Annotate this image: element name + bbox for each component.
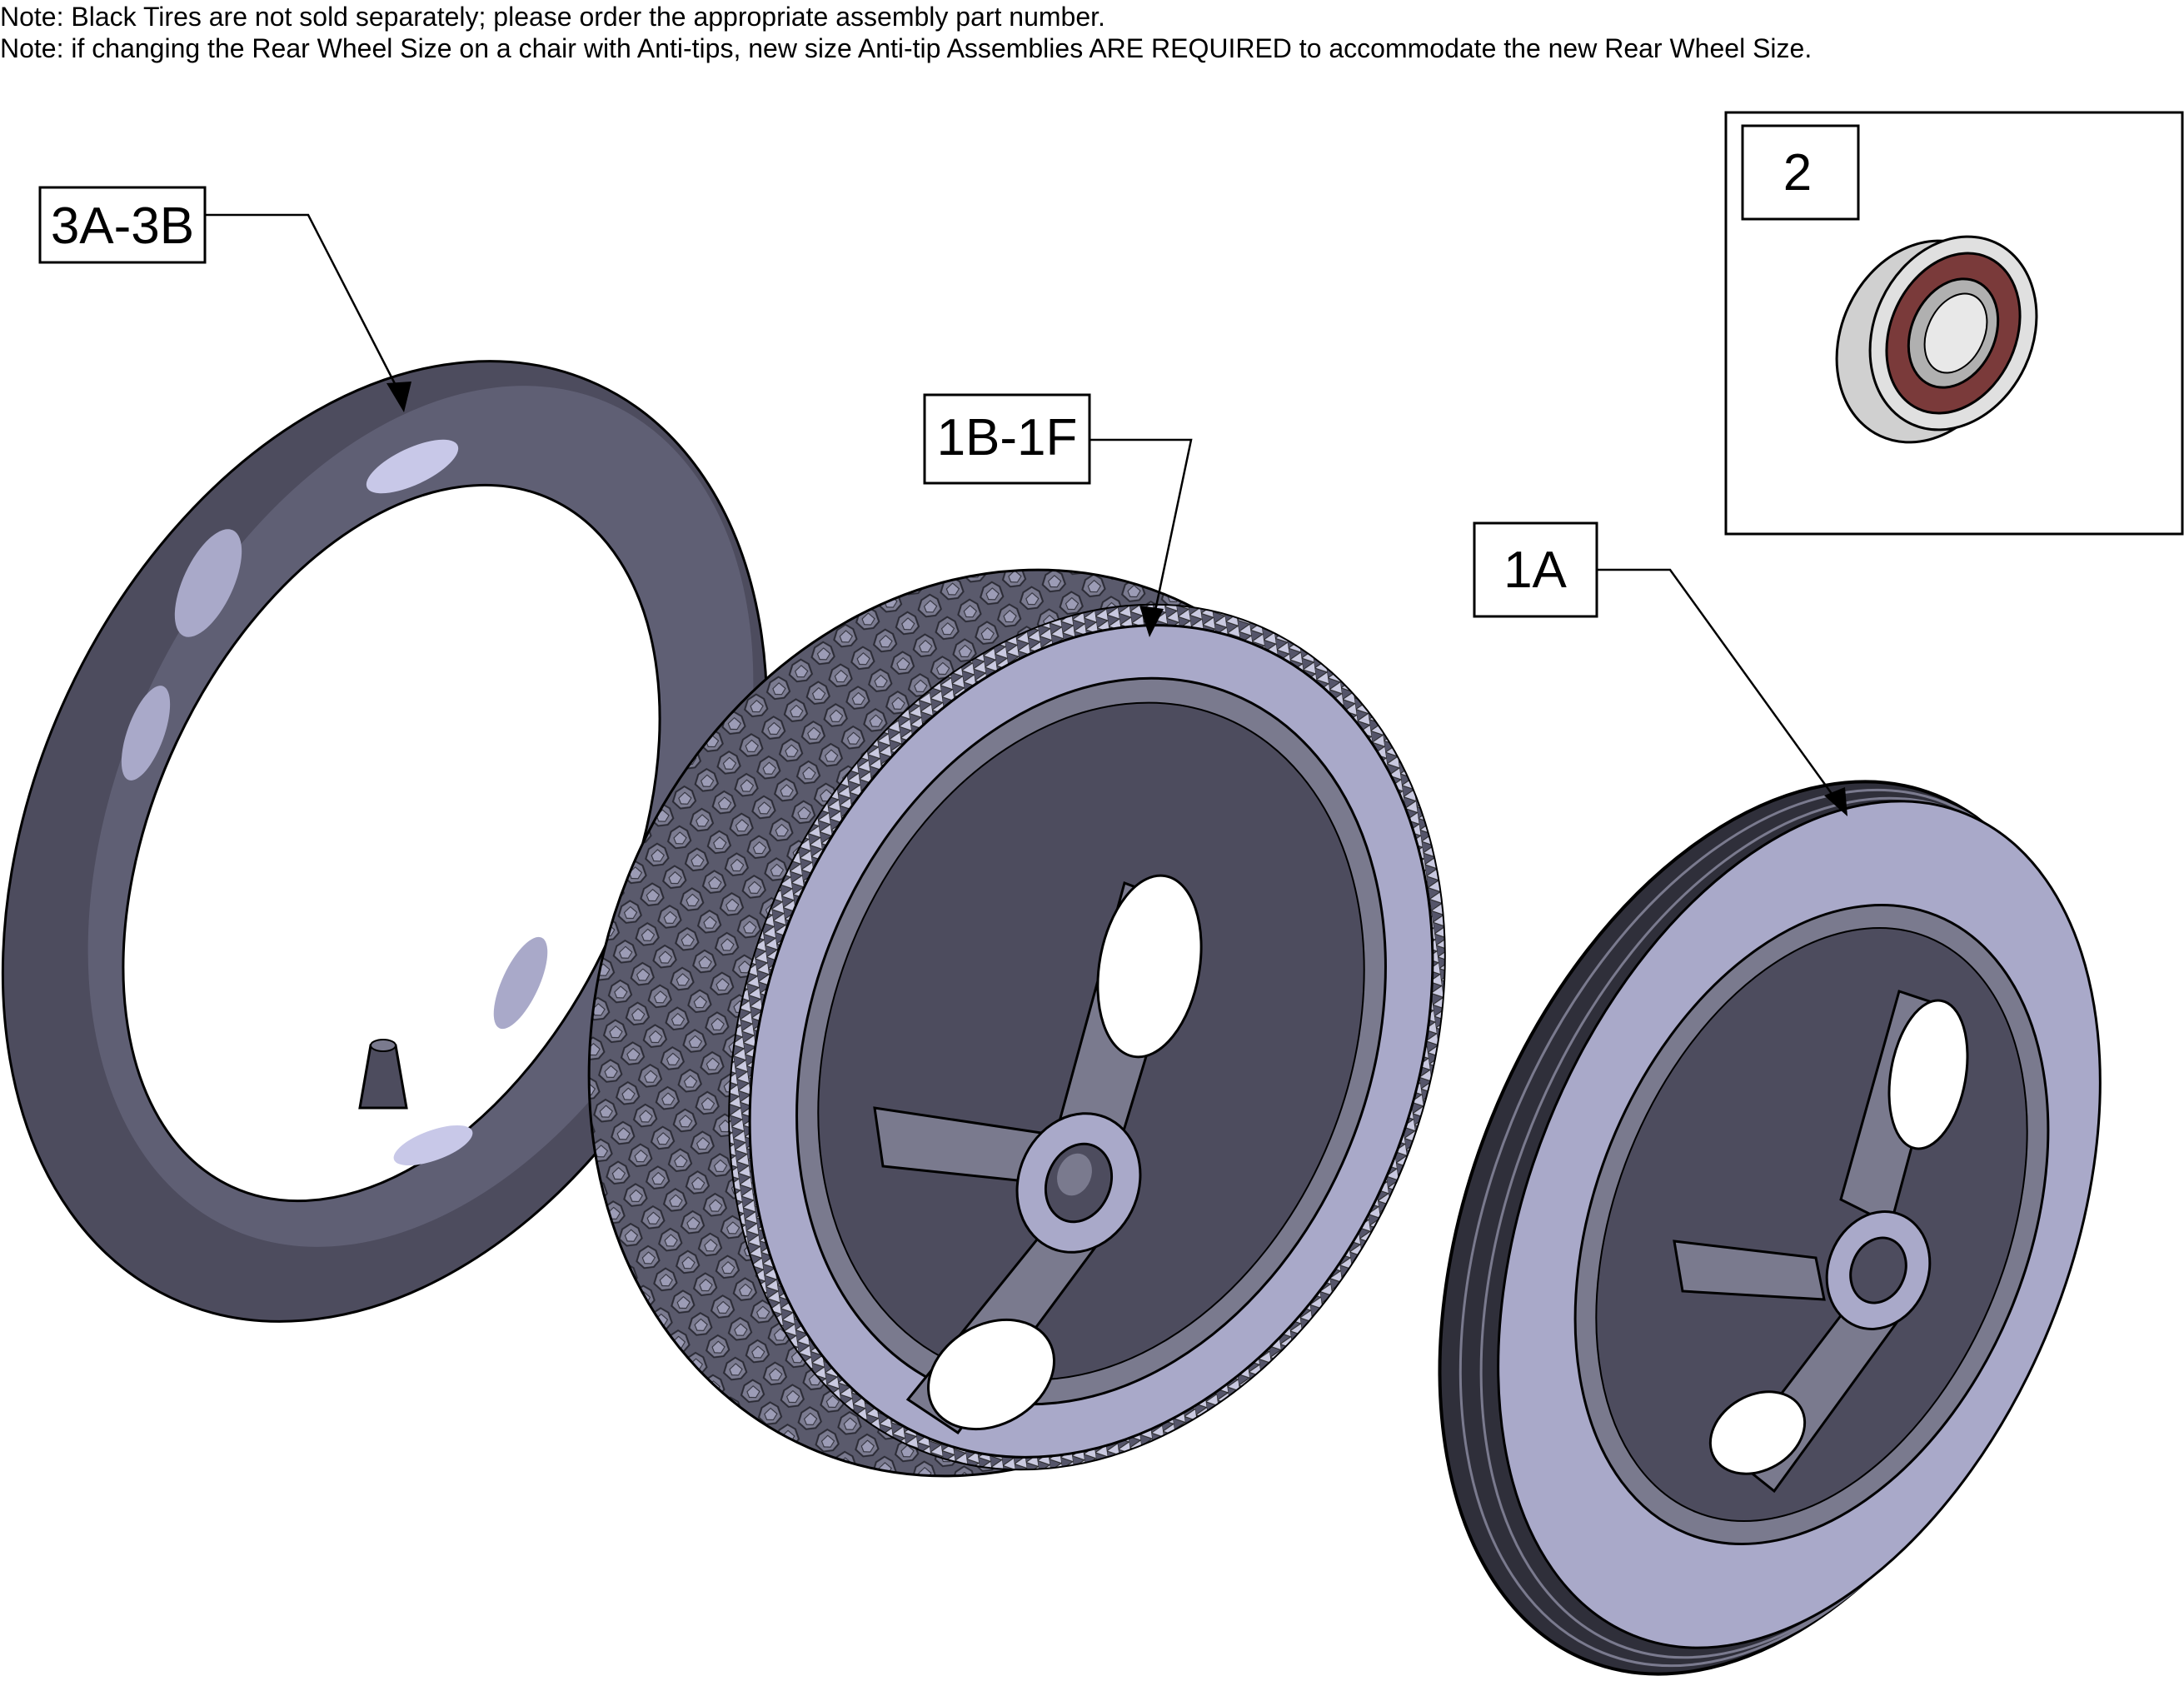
callout-1a-label: 1A — [1503, 541, 1567, 599]
solid-wheel — [1438, 780, 2102, 1676]
arrowheads — [386, 382, 1847, 816]
note-black-tires: Note: Black Tires are not sold separatel… — [0, 2, 1105, 32]
inner-tube — [1, 360, 769, 1323]
callout-2-label: 2 — [1783, 144, 1812, 202]
note-anti-tip: Note: if changing the Rear Wheel Size on… — [0, 33, 1813, 63]
callout-2: 2 — [1741, 124, 1860, 221]
callout-3a-3b: 3A-3B — [38, 186, 207, 264]
leader-lines — [205, 213, 1842, 807]
callout-1b-1f: 1B-1F — [923, 393, 1091, 485]
valve-stem — [358, 1039, 408, 1110]
callout-1b-1f-label: 1B-1F — [937, 409, 1078, 466]
bearing — [1835, 235, 2038, 444]
callout-3a-3b-label: 3A-3B — [51, 197, 194, 255]
pneumatic-wheel — [587, 568, 1446, 1478]
callout-1a: 1A — [1473, 521, 1598, 618]
